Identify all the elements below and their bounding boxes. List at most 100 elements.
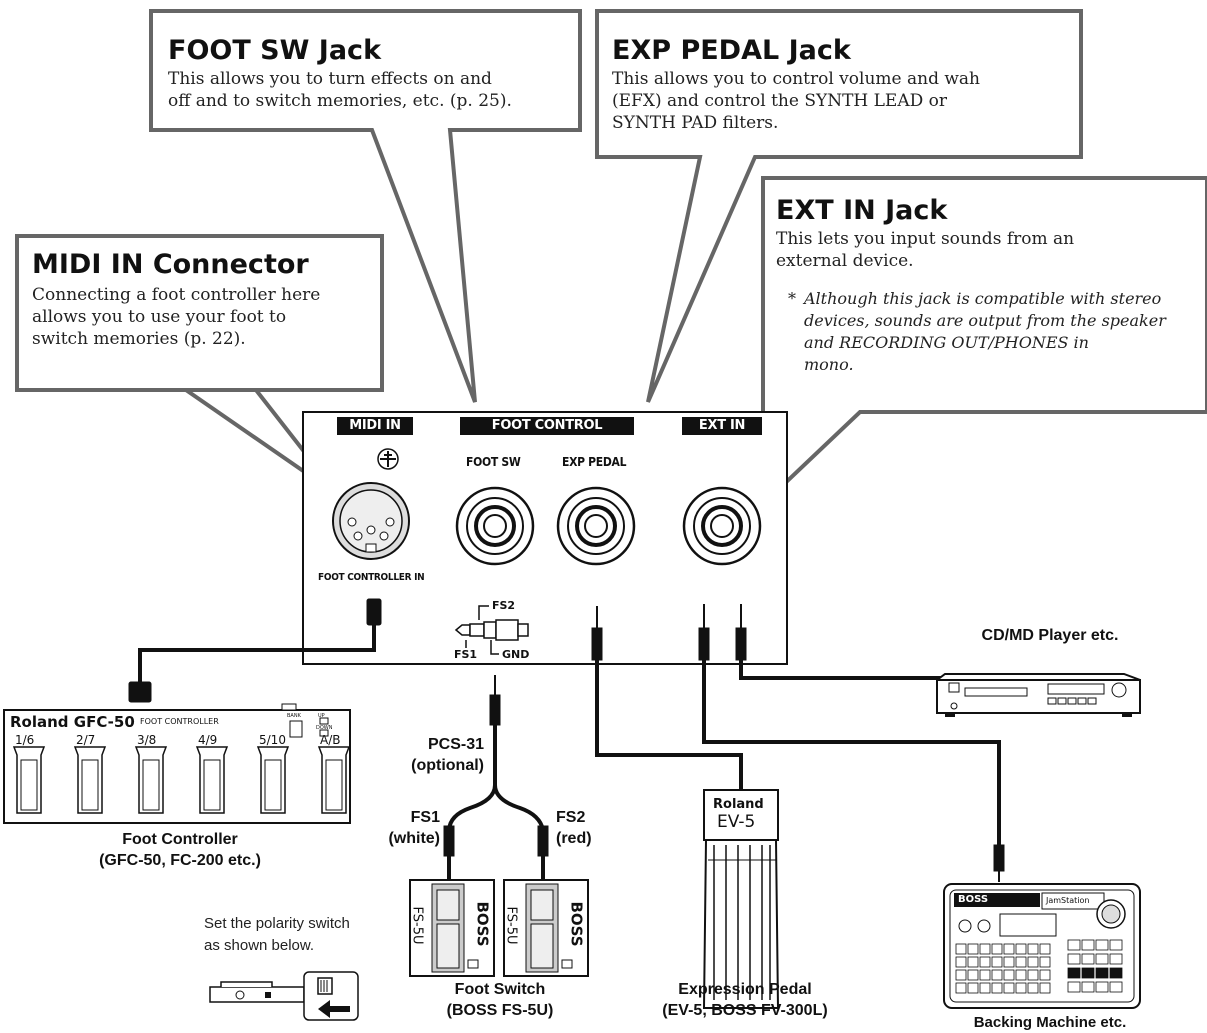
backing-key (967, 982, 979, 994)
foot-controller-in-label: FOOT CONTROLLER IN (318, 572, 425, 583)
fs5u-switch-1 (409, 879, 495, 977)
gfc50-down-label: DOWN (316, 725, 333, 731)
ext-in-panel-tab: EXT IN (682, 417, 762, 435)
midi-in-panel-tab: MIDI IN (337, 417, 413, 435)
ext-in-note-mark: * (788, 289, 796, 308)
pcs31-label-2: (optional) (411, 757, 484, 774)
gfc50-subtitle: FOOT CONTROLLER (140, 717, 219, 726)
backing-key (1109, 967, 1123, 979)
plugs (128, 598, 1005, 882)
backing-key (1109, 939, 1123, 951)
backing-key (1015, 969, 1027, 981)
ext-in-callout-line-1: This lets you input sounds from an (776, 229, 1075, 249)
midi-in-callout-line-1: Connecting a foot controller here (32, 285, 321, 305)
callout-exp-pedal-frame (595, 9, 1083, 403)
fs2-plug-label-1: FS2 (556, 809, 586, 826)
expression-pedal-caption-1: Expression Pedal (678, 981, 812, 998)
gnd-label: GND (502, 648, 530, 661)
gfc50-switch-label: 2/7 (76, 733, 96, 747)
fs5u-2-model: FS-5U (503, 906, 519, 945)
backing-screen-text: JamStation (1046, 896, 1090, 905)
backing-key (967, 969, 979, 981)
backing-key (955, 982, 967, 994)
ev5-device (702, 789, 780, 1009)
backing-key (1081, 981, 1095, 993)
exp-pedal-panel-label: EXP PEDAL (562, 455, 627, 469)
backing-key (1039, 982, 1051, 994)
backing-key (955, 943, 967, 955)
fs5u-switch-2 (503, 879, 589, 977)
cables (138, 625, 1001, 882)
gfc50-pedal (12, 746, 46, 814)
backing-key (967, 956, 979, 968)
foot-sw-panel-label: FOOT SW (466, 455, 521, 469)
backing-key (1095, 967, 1109, 979)
gfc50-switch-label: 4/9 (198, 733, 218, 747)
exp-pedal-callout-line-3: SYNTH PAD filters. (612, 113, 779, 133)
backing-key (1003, 943, 1015, 955)
backing-key (1027, 982, 1039, 994)
foot-controller-caption-2: (GFC-50, FC-200 etc.) (99, 852, 261, 869)
backing-key (1081, 967, 1095, 979)
gfc50-bank-label: BANK (287, 713, 301, 719)
backing-key (1027, 956, 1039, 968)
fs2-label: FS2 (492, 599, 516, 612)
gfc50-switch-label: A/B (320, 733, 341, 747)
ext-in-callout-line-2: external device. (776, 251, 914, 271)
foot-sw-jack[interactable] (455, 486, 535, 566)
callout-foot-sw-frame (149, 9, 582, 403)
gfc50-up-label: UP (318, 713, 325, 719)
gfc50-pedals (12, 746, 351, 814)
polarity-switch-diagram (209, 971, 359, 1021)
midi-in-connector[interactable] (332, 448, 410, 560)
backing-key (1003, 982, 1015, 994)
foot-sw-callout-line-1: This allows you to turn effects on and (168, 69, 492, 89)
ext-in-note-line-3: and RECORDING OUT/PHONES in (804, 333, 1089, 352)
backing-key (991, 969, 1003, 981)
backing-key (1067, 939, 1081, 951)
exp-pedal-callout-line-2: (EFX) and control the SYNTH LEAD or (612, 91, 948, 111)
backing-machine-keys (955, 939, 1123, 994)
backing-brand: BOSS (958, 894, 989, 905)
polarity-note-line-1: Set the polarity switch (204, 915, 350, 932)
backing-key (1067, 967, 1081, 979)
backing-key (1039, 943, 1051, 955)
backing-machine-caption: Backing Machine etc. (973, 1014, 1127, 1031)
backing-key (979, 943, 991, 955)
backing-key (1027, 969, 1039, 981)
backing-key (1003, 969, 1015, 981)
fs1-plug-label-2: (white) (388, 830, 440, 847)
backing-key (1003, 956, 1015, 968)
callout-midi-in-frame (15, 234, 384, 497)
backing-key (1109, 953, 1123, 965)
backing-key (955, 956, 967, 968)
pcs31-label-1: PCS-31 (427, 736, 484, 753)
foot-sw-callout-title: FOOT SW Jack (168, 35, 382, 66)
backing-key (1095, 953, 1109, 965)
gfc50-pedal (195, 746, 229, 814)
cd-md-player-caption: CD/MD Player etc. (981, 627, 1119, 644)
fs5u-2-brand: BOSS (567, 901, 586, 947)
ext-in-callout-title: EXT IN Jack (776, 195, 948, 226)
exp-pedal-callout-line-1: This allows you to control volume and wa… (612, 69, 980, 89)
backing-key (979, 969, 991, 981)
expression-pedal-caption-2: (EV-5, BOSS FV-300L) (662, 1002, 828, 1019)
fs5u-1-brand: BOSS (473, 901, 492, 947)
backing-key (1067, 953, 1081, 965)
backing-key (979, 982, 991, 994)
backing-key (1027, 943, 1039, 955)
midi-in-callout-line-3: switch memories (p. 22). (32, 329, 246, 349)
trs-plug-diagram (454, 605, 529, 655)
gfc50-pedal (256, 746, 290, 814)
backing-key (1095, 981, 1109, 993)
gfc50-device (3, 703, 351, 824)
backing-key (967, 943, 979, 955)
exp-pedal-jack[interactable] (556, 486, 636, 566)
gfc50-switch-label: 1/6 (15, 733, 35, 747)
backing-key (1039, 956, 1051, 968)
gfc50-pedal (317, 746, 351, 814)
ext-in-jack[interactable] (682, 486, 762, 566)
fs5u-1-model: FS-5U (409, 906, 425, 945)
backing-key (1095, 939, 1109, 951)
